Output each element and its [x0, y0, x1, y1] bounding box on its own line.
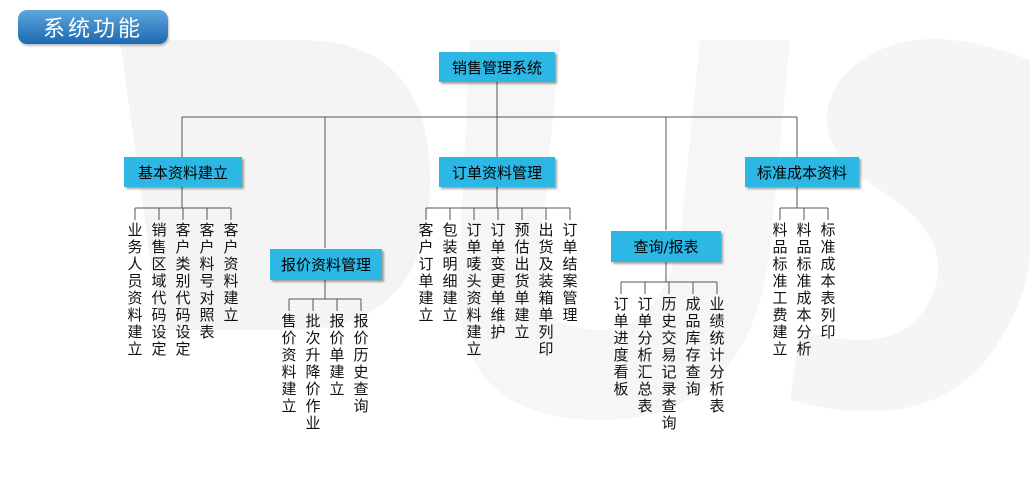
leaf-node: 订单结案管理 [562, 221, 578, 324]
leaf-node: 售价资料建立 [281, 312, 297, 415]
leaf-node: 标准成本表列印 [820, 221, 836, 341]
leaf-node: 订单唛头资料建立 [466, 221, 482, 358]
leaf-node: 预估出货单建立 [514, 221, 530, 341]
leaf-node: 料品标准成本分析 [796, 221, 812, 358]
branch-node-standard-cost: 标准成本资料 [745, 157, 859, 187]
leaf-node: 出货及装箱单列印 [538, 221, 554, 358]
leaf-node: 批次升降价作业 [305, 312, 321, 432]
leaf-node: 料品标准工费建立 [772, 221, 788, 358]
leaf-node: 成品库存查询 [685, 295, 701, 398]
root-node: 销售管理系统 [439, 52, 555, 82]
leaf-node: 客户订单建立 [418, 221, 434, 324]
leaf-node: 客户类别代码设定 [175, 221, 191, 358]
leaf-node: 客户料号对照表 [199, 221, 215, 341]
leaf-node: 订单变更单维护 [490, 221, 506, 341]
leaf-node: 业务人员资料建立 [127, 221, 143, 358]
branch-node-order: 订单资料管理 [439, 157, 555, 187]
leaf-node: 历史交易记录查询 [661, 295, 677, 432]
branch-node-query-report: 查询/报表 [611, 231, 721, 262]
leaf-node: 报价单建立 [329, 312, 345, 398]
leaf-node: 订单分析汇总表 [637, 295, 653, 415]
leaf-node: 包装明细建立 [442, 221, 458, 324]
page-title: 系统功能 [18, 10, 168, 44]
leaf-node: 销售区域代码设定 [151, 221, 167, 358]
leaf-node: 订单进度看板 [613, 295, 629, 398]
branch-node-quotation: 报价资料管理 [270, 249, 382, 280]
leaf-node: 业绩统计分析表 [709, 295, 725, 415]
leaf-node: 客户资料建立 [223, 221, 239, 324]
branch-node-basic-data: 基本资料建立 [124, 157, 242, 187]
leaf-node: 报价历史查询 [353, 312, 369, 415]
